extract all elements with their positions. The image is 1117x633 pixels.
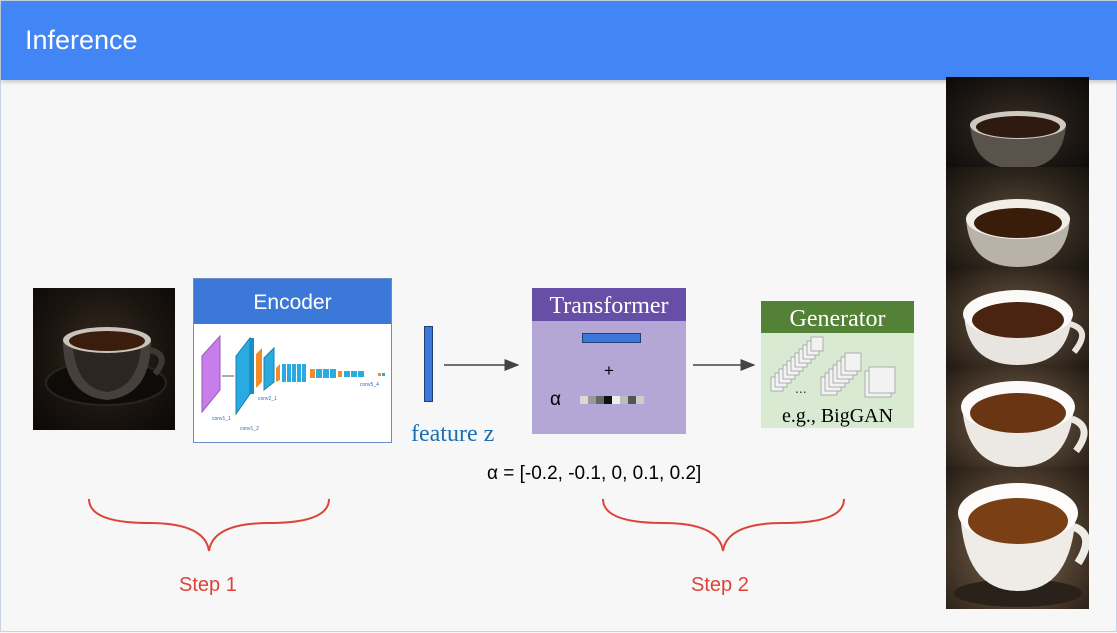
encoder-title: Encoder [194, 279, 391, 324]
slide-title: Inference [25, 25, 138, 55]
step1-label: Step 1 [179, 574, 237, 596]
output-image-2 [946, 167, 1089, 268]
encoder-network-diagram: conv1_1 conv1_2 conv2_1 conv5_4 [201, 334, 385, 432]
generator-dots: ... [795, 380, 807, 396]
output-cup-graphic-1 [970, 111, 1066, 167]
step1-brace [88, 498, 330, 552]
output-cup-graphic-3 [963, 290, 1085, 365]
output-image-1 [946, 77, 1089, 167]
encoder-layer-label: conv5_4 [360, 382, 379, 388]
slide-header: Inference [1, 1, 1117, 80]
generator-layers-graphic [770, 336, 896, 398]
input-coffee-cup-graphic [45, 327, 167, 406]
encoder-layer-label: conv1_1 [212, 416, 231, 422]
transformer-box: Transformer + α [532, 288, 686, 434]
output-image-5 [946, 467, 1089, 609]
transformer-title: Transformer [532, 288, 686, 321]
alpha-values-label: α = [-0.2, -0.1, 0, 0.1, 0.2] [487, 463, 702, 484]
feature-vector [424, 326, 433, 402]
transformer-alpha: α [550, 389, 561, 410]
step2-brace [602, 498, 845, 552]
step2-label: Step 2 [691, 574, 749, 596]
output-cup-graphic-2 [966, 199, 1070, 267]
encoder-layer-label: conv2_1 [258, 396, 277, 402]
transformer-plus: + [604, 361, 614, 380]
feature-z-label: feature z [411, 421, 495, 447]
output-cup-graphic-4 [961, 381, 1088, 467]
input-coffee-image [33, 288, 175, 430]
generator-caption: e.g., BigGAN [781, 405, 894, 427]
generator-title: Generator [761, 301, 914, 333]
encoder-layer-label: conv1_2 [240, 426, 259, 432]
transformer-feature-bar [582, 333, 641, 343]
generator-box: Generator ... e.g., BigGAN [761, 301, 914, 428]
output-cup-graphic-5 [954, 483, 1089, 607]
alpha-direction-strip [580, 396, 644, 404]
output-image-3 [946, 268, 1089, 365]
encoder-box: Encoder conv1_1 conv1_2 [193, 278, 392, 443]
output-image-4 [946, 365, 1089, 467]
